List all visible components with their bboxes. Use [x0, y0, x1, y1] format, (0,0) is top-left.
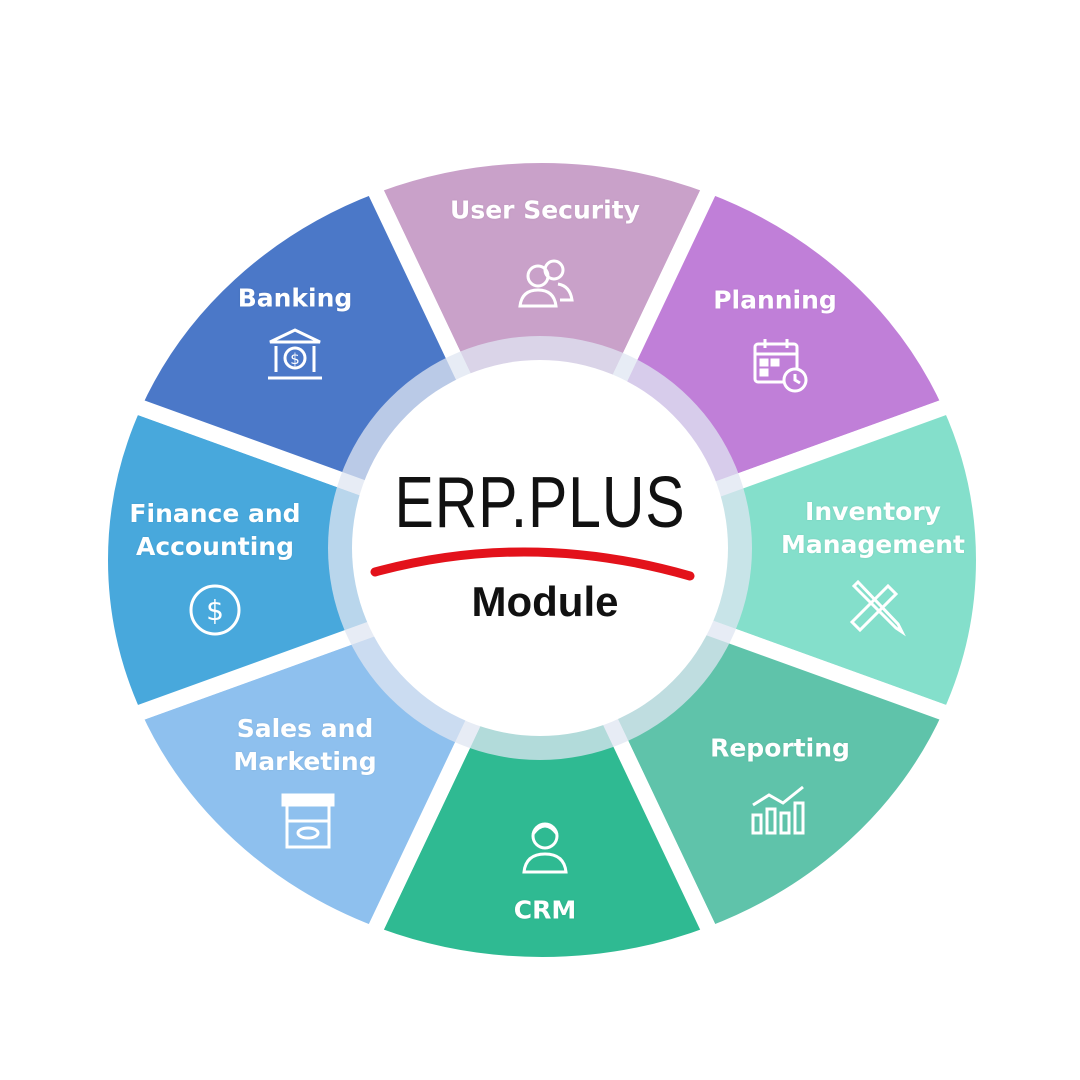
- dollar-coin-icon: $: [180, 575, 250, 645]
- segment-label-user-security: User Security: [450, 195, 640, 225]
- ruler-pencil-icon: [840, 570, 910, 640]
- segment-label-banking: Banking: [237, 283, 353, 313]
- users-icon: [510, 250, 580, 320]
- svg-text:$: $: [290, 350, 300, 368]
- segment-label-crm: CRM: [513, 895, 577, 925]
- segment-label-sales: Sales and Marketing: [233, 714, 377, 776]
- red-underline-swoosh: [370, 547, 695, 581]
- segment-label-reporting: Reporting: [710, 733, 850, 763]
- center-subtitle: Module: [471, 578, 619, 625]
- segment-label-planning: Planning: [713, 285, 837, 315]
- center-title: ERP.PLUS: [394, 463, 686, 543]
- bank-icon: $: [260, 320, 330, 390]
- svg-text:$: $: [206, 594, 224, 627]
- market-stall-icon: [273, 785, 343, 855]
- customer-agent-icon: [510, 810, 580, 880]
- bar-chart-trend-icon: [745, 775, 815, 845]
- segment-label-finance: Finance and Accounting: [129, 499, 301, 561]
- segment-label-inventory: Inventory Management: [780, 497, 966, 559]
- calendar-clock-icon: [745, 330, 815, 400]
